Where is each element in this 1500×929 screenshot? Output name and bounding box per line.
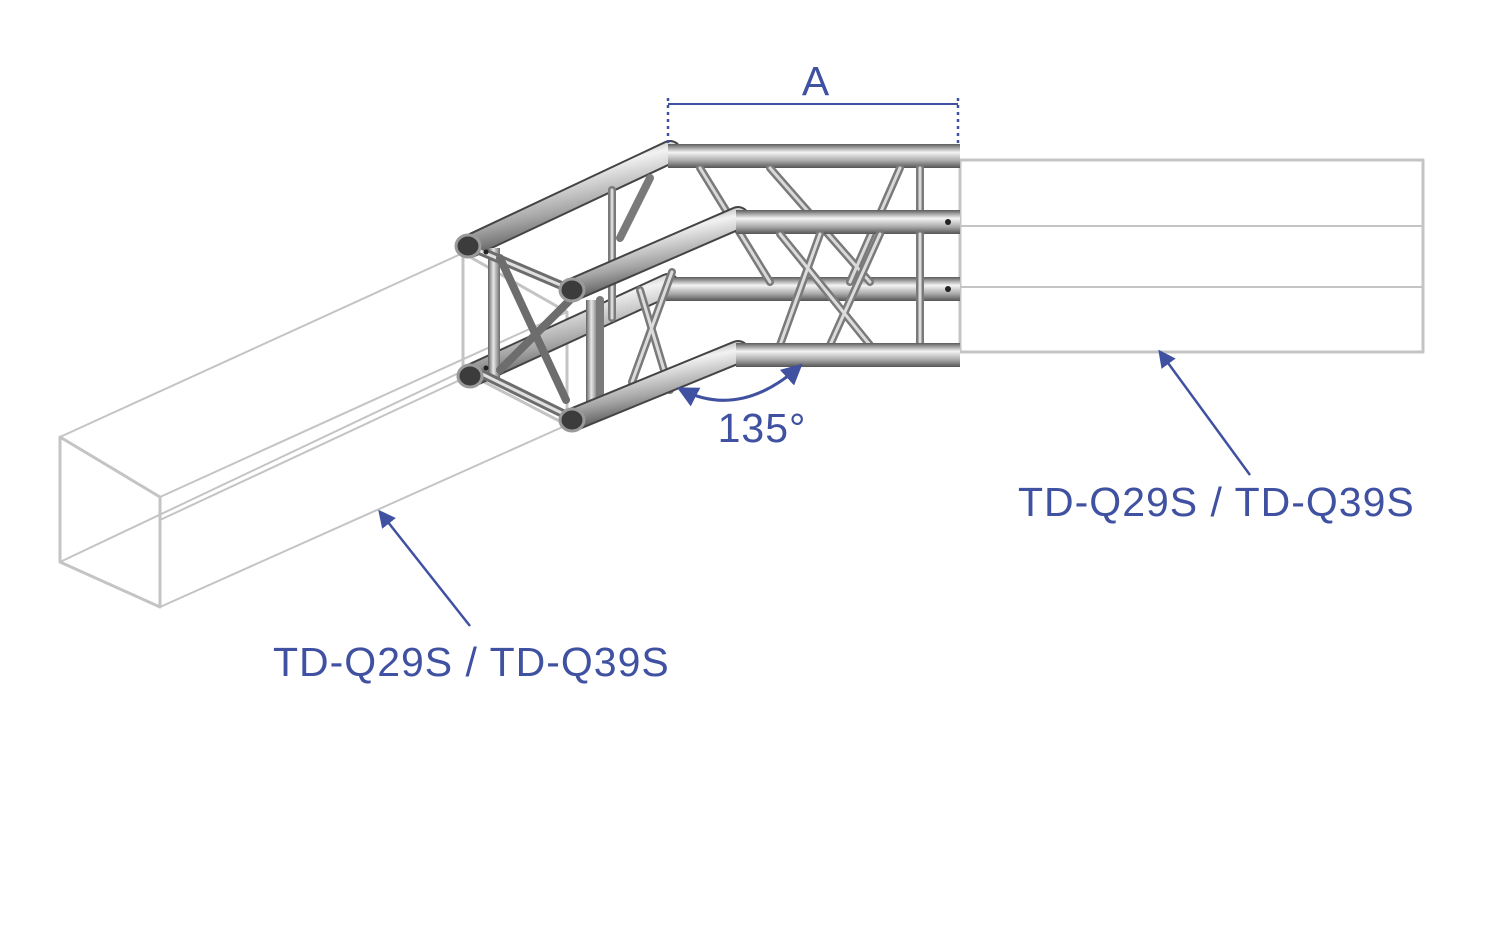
callout-arrow-left	[378, 509, 471, 627]
chord-front-bottom	[560, 340, 960, 432]
angle-label: 135°	[718, 405, 807, 451]
callout-label-right: TD-Q29S / TD-Q39S	[1018, 479, 1415, 525]
dimension-a	[666, 98, 960, 145]
chord-front-top	[560, 206, 960, 302]
tube-end-caps	[454, 233, 586, 433]
angle-arc	[676, 363, 803, 407]
chord-back-bottom	[458, 273, 960, 388]
chord-back-top	[458, 140, 960, 258]
dimension-a-label: A	[802, 58, 830, 104]
end-frame-left	[473, 245, 598, 423]
callout-label-left: TD-Q29S / TD-Q39S	[273, 639, 670, 685]
callout-arrow-right	[1158, 349, 1252, 476]
truss-corner	[454, 140, 960, 433]
connector-holes	[483, 219, 951, 371]
ghost-truss-right	[958, 158, 1425, 354]
